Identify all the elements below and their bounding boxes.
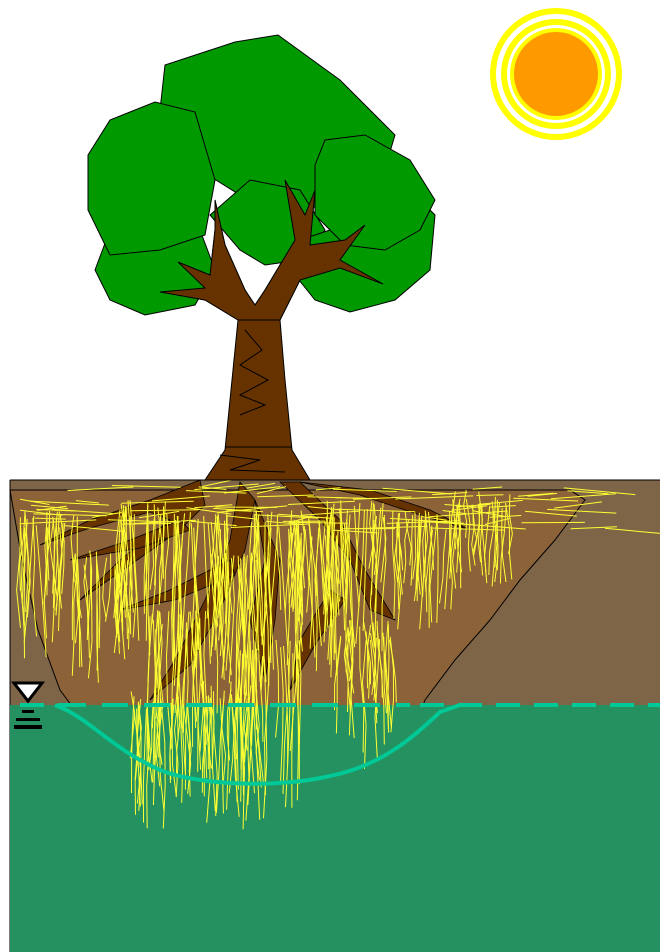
tree-crown [88, 35, 435, 315]
fine-root-strand [335, 498, 375, 499]
saturated-zone [10, 705, 660, 952]
sun [490, 8, 622, 140]
fine-root-strand [163, 506, 164, 578]
sun-core [514, 32, 598, 116]
fine-root-strand [122, 524, 171, 525]
